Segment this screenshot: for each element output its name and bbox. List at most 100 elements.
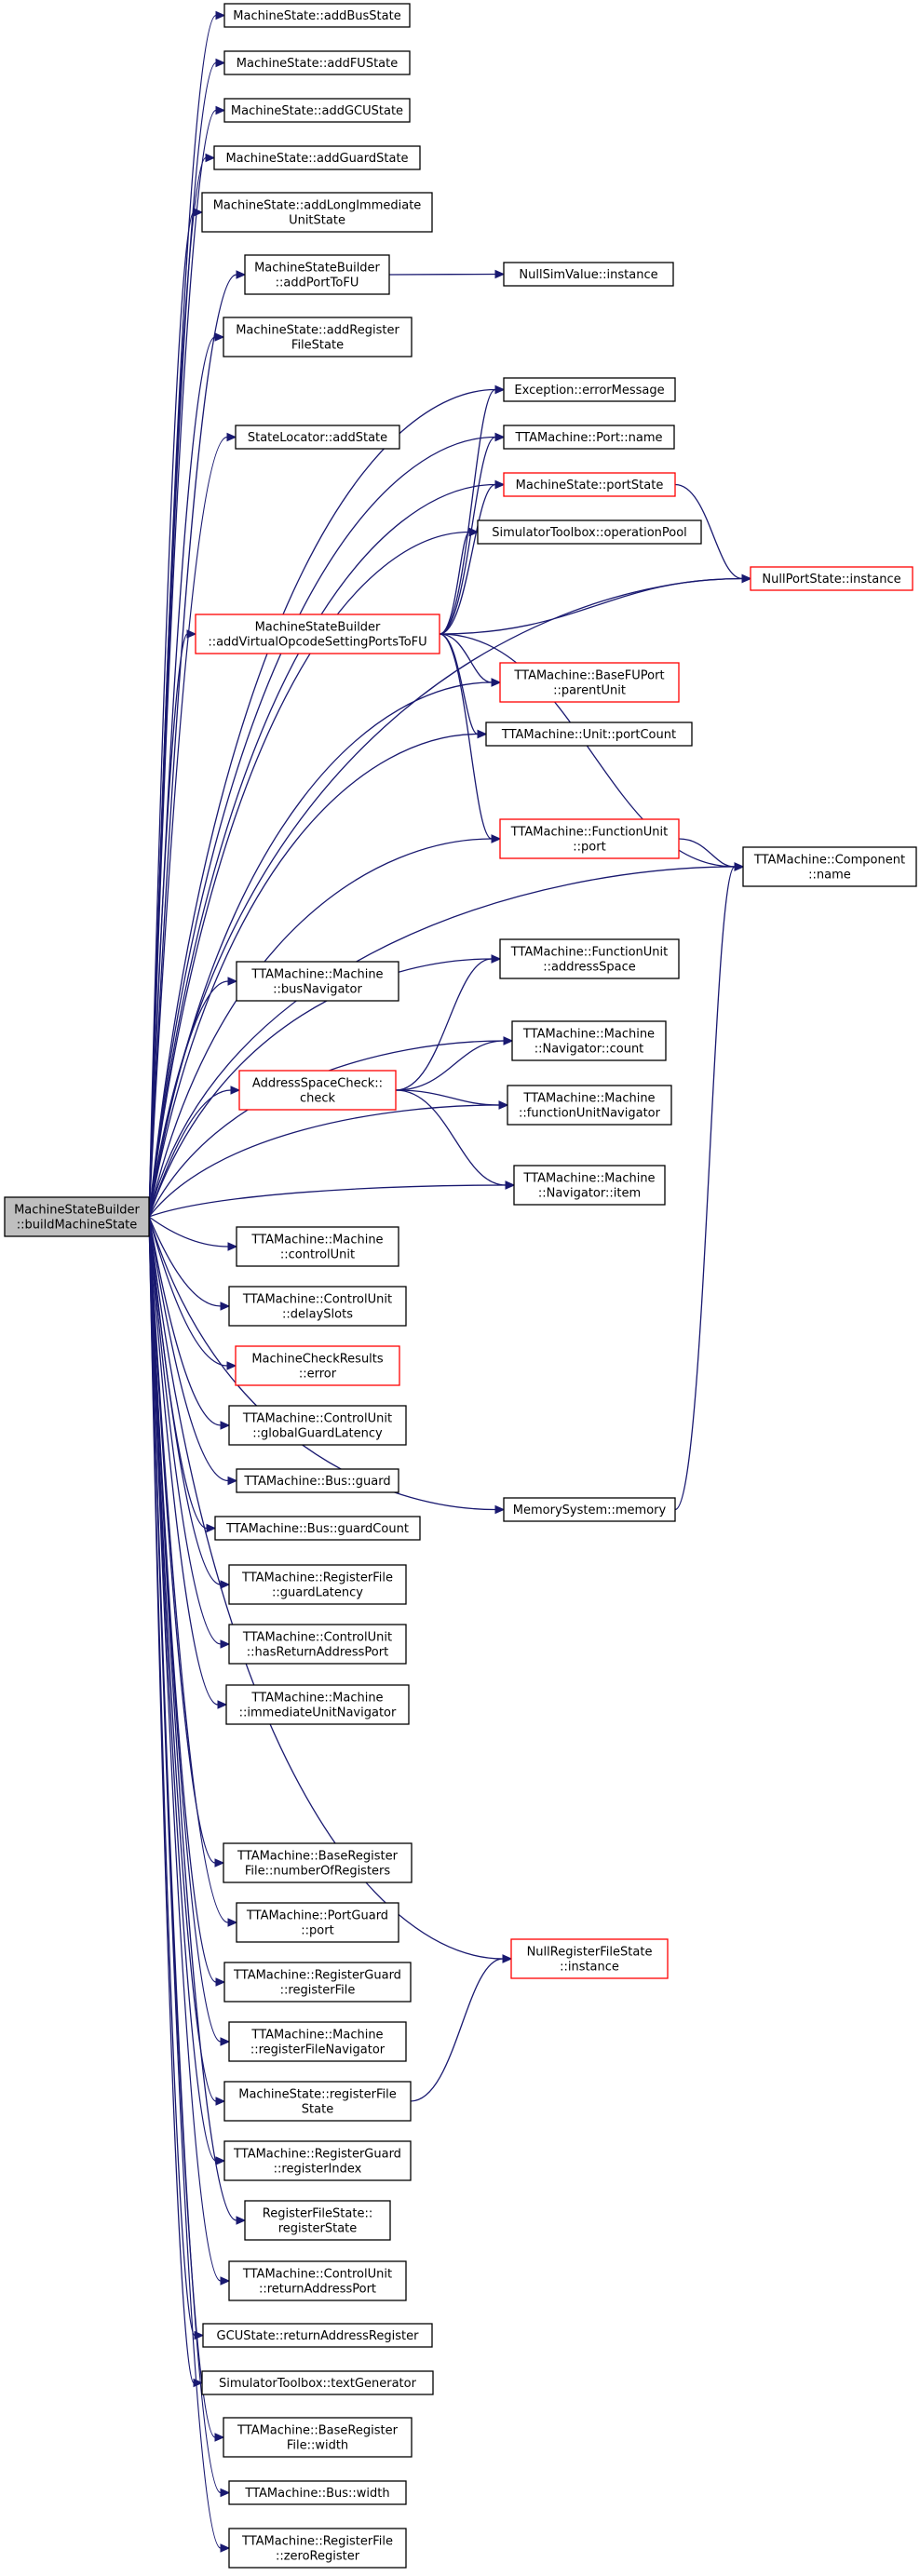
node-hasRAPort[interactable]: TTAMachine::ControlUnit::hasReturnAddres… xyxy=(228,1624,407,1665)
edge-root-to-busNavigator xyxy=(148,977,238,1218)
node-label: MachineState::addLongImmediate xyxy=(213,199,422,213)
node-portState[interactable]: MachineState::portState xyxy=(503,472,676,497)
node-label: ::buildMachineState xyxy=(17,1219,138,1233)
node-controlUnit[interactable]: TTAMachine::Machine::controlUnit xyxy=(236,1226,399,1267)
node-returnAddressRegister[interactable]: GCUState::returnAddressRegister xyxy=(202,2323,433,2348)
node-addBusState[interactable]: MachineState::addBusState xyxy=(223,3,411,28)
edge-arrowhead xyxy=(226,432,237,442)
node-box xyxy=(223,1842,413,1883)
node-busNavigator[interactable]: TTAMachine::Machine::busNavigator xyxy=(236,961,399,1002)
node-label: ::immediateUnitNavigator xyxy=(239,1706,397,1720)
node-busWidth[interactable]: TTAMachine::Bus::width xyxy=(228,2480,407,2505)
node-addPortToFU[interactable]: MachineStateBuilder::addPortToFU xyxy=(244,254,390,295)
node-label: ::addressSpace xyxy=(543,961,635,975)
node-parentUnit[interactable]: TTAMachine::BaseFUPort::parentUnit xyxy=(499,662,680,703)
node-box xyxy=(223,317,413,357)
edge-line xyxy=(148,1216,195,2384)
node-globalGuardLatency[interactable]: TTAMachine::ControlUnit::globalGuardLate… xyxy=(228,1405,407,1446)
node-label: TTAMachine::ControlUnit xyxy=(242,1412,392,1426)
node-operationPool[interactable]: SimulatorToolbox::operationPool xyxy=(477,519,702,545)
node-rfNavigator[interactable]: TTAMachine::Machine::registerFileNavigat… xyxy=(228,2021,407,2062)
edge-root-to-navItem xyxy=(148,1180,516,1218)
edge-line xyxy=(148,1216,229,1923)
edge-arrowhead xyxy=(491,834,502,843)
edge-line xyxy=(439,633,493,840)
node-immNavigator[interactable]: TTAMachine::Machine::immediateUnitNaviga… xyxy=(225,1684,410,1725)
node-guardCount[interactable]: TTAMachine::Bus::guardCount xyxy=(214,1516,421,1541)
edge-root-to-addVirtual xyxy=(148,629,197,1218)
edge-arrowhead xyxy=(494,479,506,490)
node-registerIndex[interactable]: TTAMachine::RegisterGuard::registerIndex xyxy=(223,2140,412,2181)
node-box xyxy=(499,662,680,703)
node-label: TTAMachine::RegisterFile xyxy=(241,1571,393,1585)
node-label: ::registerFile xyxy=(280,1984,356,1998)
edge-root-to-addLongImm xyxy=(148,208,204,1218)
node-portCount[interactable]: TTAMachine::Unit::portCount xyxy=(485,722,693,747)
node-addressSpace[interactable]: TTAMachine::FunctionUnit::addressSpace xyxy=(499,938,680,979)
edge-root-to-registerFileState xyxy=(148,1216,226,2106)
node-portName[interactable]: TTAMachine::Port::name xyxy=(503,425,675,450)
node-numberOfRegisters[interactable]: TTAMachine::BaseRegisterFile::numberOfRe… xyxy=(223,1842,413,1883)
node-regGuardRF[interactable]: TTAMachine::RegisterGuard::registerFile xyxy=(223,1962,412,2003)
node-componentName[interactable]: TTAMachine::Component::name xyxy=(742,846,917,887)
edge-arrowhead xyxy=(205,153,216,163)
node-navCount[interactable]: TTAMachine::Machine::Navigator::count xyxy=(511,1020,667,1061)
edge-arrowhead xyxy=(220,1639,231,1649)
node-rfGuardLatency[interactable]: TTAMachine::RegisterFile::guardLatency xyxy=(228,1564,407,1605)
edge-arrowhead xyxy=(215,58,226,68)
node-errorMessage[interactable]: Exception::errorMessage xyxy=(503,377,676,402)
node-asCheck[interactable]: AddressSpaceCheck::check xyxy=(238,1070,397,1111)
edge-root-to-addGuardState xyxy=(148,153,216,1218)
node-returnAddressPort[interactable]: TTAMachine::ControlUnit::returnAddressPo… xyxy=(228,2260,407,2301)
edge-root-to-addGCUState xyxy=(148,105,226,1218)
node-label: SimulatorToolbox::operationPool xyxy=(492,526,687,540)
node-fuPort[interactable]: TTAMachine::FunctionUnit::port xyxy=(499,818,680,859)
node-registerState[interactable]: RegisterFileState::registerState xyxy=(244,2200,391,2241)
node-delaySlots[interactable]: TTAMachine::ControlUnit::delaySlots xyxy=(228,1286,407,1327)
node-label: TTAMachine::RegisterGuard xyxy=(233,2148,401,2162)
node-zeroRegister[interactable]: TTAMachine::RegisterFile::zeroRegister xyxy=(228,2528,407,2569)
node-fuNavigator[interactable]: TTAMachine::Machine::functionUnitNavigat… xyxy=(507,1085,672,1126)
edge-line xyxy=(148,1216,229,1248)
node-addVirtual[interactable]: MachineStateBuilder::addVirtualOpcodeSet… xyxy=(195,614,440,654)
node-busGuard[interactable]: TTAMachine::Bus::guard xyxy=(236,1468,399,1493)
node-mcrError[interactable]: MachineCheckResults::error xyxy=(235,1345,400,1386)
edge-arrowhead xyxy=(215,2156,226,2165)
node-label: TTAMachine::PortGuard xyxy=(246,1909,388,1923)
edge-line xyxy=(439,633,493,683)
node-textGenerator[interactable]: SimulatorToolbox::textGenerator xyxy=(201,2370,434,2395)
edge-root-to-registerState xyxy=(148,1216,247,2225)
edge-arrowhead xyxy=(206,1523,217,1533)
edge-root-to-memory xyxy=(148,1216,506,1515)
node-box xyxy=(201,192,433,233)
node-addGuardState[interactable]: MachineState::addGuardState xyxy=(213,145,421,170)
node-addGCUState[interactable]: MachineState::addGCUState xyxy=(223,98,411,123)
node-stateLocator[interactable]: StateLocator::addState xyxy=(235,425,400,450)
edge-arrowhead xyxy=(502,1954,513,1963)
node-label: TTAMachine::Machine xyxy=(250,968,383,982)
edge-line xyxy=(148,274,237,1218)
node-nullRFState[interactable]: NullRegisterFileState::instance xyxy=(510,1938,669,1979)
node-nullPortState[interactable]: NullPortState::instance xyxy=(750,566,913,591)
node-label: MachineState::portState xyxy=(516,479,664,492)
edge-root-to-mcrError xyxy=(148,1216,237,1370)
node-addFUState[interactable]: MachineState::addFUState xyxy=(223,50,411,75)
edge-arrowhead xyxy=(494,384,506,395)
edge-memory-to-componentName xyxy=(674,862,745,1511)
edge-line xyxy=(148,681,493,1218)
node-label: TTAMachine::Machine xyxy=(250,1234,383,1248)
node-portGuardPort[interactable]: TTAMachine::PortGuard::port xyxy=(236,1902,399,1943)
edge-line xyxy=(148,958,493,1218)
node-root[interactable]: MachineStateBuilder::buildMachineState xyxy=(4,1196,150,1237)
edge-line xyxy=(148,1216,504,1960)
node-nullSimValue[interactable]: NullSimValue::instance xyxy=(503,262,674,287)
node-memory[interactable]: MemorySystem::memory xyxy=(503,1497,676,1522)
node-navItem[interactable]: TTAMachine::Machine::Navigator::item xyxy=(513,1165,666,1206)
edge-arrowhead xyxy=(217,1700,228,1709)
edge-line xyxy=(148,838,493,1218)
node-box xyxy=(223,2140,412,2181)
